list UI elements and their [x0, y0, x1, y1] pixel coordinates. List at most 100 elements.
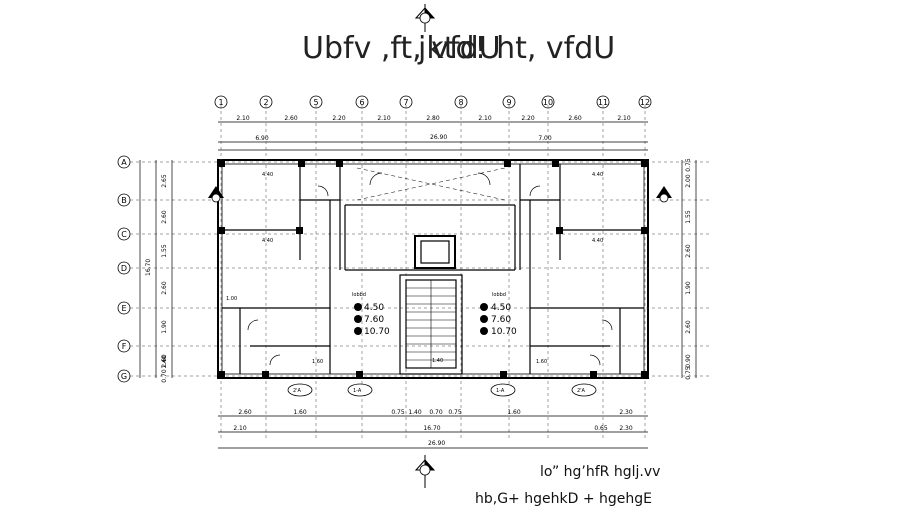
section-arrow-right-icon — [656, 186, 672, 203]
level-left-2: 7.60 — [364, 315, 384, 325]
dimension-label: 0.70 — [161, 369, 168, 383]
dimension-label: 2.60 — [685, 320, 692, 334]
dimension-label: 1.40 — [408, 409, 422, 416]
grid-column-label: 11 — [598, 98, 608, 107]
dimension-label: 2.10 — [478, 115, 492, 122]
level-right-2: 7.60 — [491, 315, 511, 325]
dimension-label: 16.70 — [423, 425, 440, 432]
interior-labels: lobbd lobbd 4.40 4.40 4.40 4.40 1.00 1.4… — [226, 172, 603, 365]
level-left-1: 4.50 — [364, 303, 384, 313]
dimension-label: 2.65 — [161, 174, 168, 188]
dimension-label: 2.60 — [238, 409, 252, 416]
left-dimension-labels: 2.652.601.552.601.902.601.400.70 — [161, 174, 168, 383]
level-right-1: 4.50 — [491, 303, 511, 313]
grid-row-label: B — [121, 196, 127, 205]
level-left-3: 10.70 — [364, 327, 390, 337]
dimension-label: 2.60 — [161, 354, 168, 368]
dimension-label: 1.90 — [161, 320, 168, 334]
left-dimension-lines — [139, 160, 173, 378]
dimension-label: 2.10 — [377, 115, 391, 122]
grid-row-label: A — [121, 158, 127, 167]
dimension-label: 1.40 — [161, 355, 168, 369]
dimension-label: 2.10 — [236, 115, 250, 122]
dimension-label: 1.60 — [507, 409, 521, 416]
grid-row-label: E — [121, 304, 126, 313]
dimension-label: 0.65 — [594, 425, 608, 432]
section-markers: 2'A 1-A 1-A 2'A — [287, 383, 597, 397]
dimension-label: 1.90 — [685, 281, 692, 295]
wc-right-label: 1.60 — [536, 359, 547, 365]
top-dimension-lines — [218, 121, 648, 151]
grid-column-label: 5 — [313, 98, 318, 107]
dimension-label: 2.10 — [617, 115, 631, 122]
dimension-label: 7.00 — [538, 135, 552, 142]
dimension-label: 1.55 — [161, 244, 168, 258]
stair-mid-label: 1.40 — [432, 358, 443, 364]
dimension-label: 2.00 — [685, 174, 692, 188]
grid-column-label: 2 — [263, 98, 268, 107]
drawing-title: Ubfv ,ft, vfdU — [302, 31, 501, 66]
drawing-title-suffix: jktd! ht, vfdU — [417, 31, 615, 66]
grid-row-label: C — [121, 230, 127, 239]
dimension-label: 0.75 — [685, 366, 692, 380]
top-total-dimension: 26.90 — [430, 134, 447, 141]
dimension-label: 0.70 — [429, 409, 443, 416]
dimension-label: 2.60 — [568, 115, 582, 122]
room-right-mid-label: 4.40 — [592, 238, 603, 244]
grid-column-label: 6 — [359, 98, 364, 107]
level-markers-right: 4.50 7.60 10.70 — [480, 303, 517, 337]
stair-treads — [406, 280, 456, 368]
structural-columns — [218, 160, 648, 378]
door-swing-icons — [247, 172, 613, 366]
dimension-label: 0.90 — [685, 354, 692, 368]
level-right-3: 10.70 — [491, 327, 517, 337]
dimension-label: 2.20 — [332, 115, 346, 122]
grid-column-label: 12 — [640, 98, 650, 107]
dimension-label: 0.75 — [685, 158, 692, 172]
dimension-label: 1.55 — [685, 210, 692, 224]
section-mark-2: 1-A — [353, 388, 362, 394]
shaft-label: 1.00 — [226, 296, 237, 302]
wc-left-label: 1.60 — [312, 359, 323, 365]
level-markers-left: 4.50 7.60 10.70 — [354, 303, 390, 337]
dimension-label: 0.75 — [448, 409, 462, 416]
section-arrow-top-icon — [414, 4, 436, 32]
grid-row-label: D — [121, 264, 127, 273]
dimension-label: 2.60 — [284, 115, 298, 122]
lobby-right-label: lobbd — [492, 292, 506, 298]
right-dimension-lines — [681, 160, 697, 378]
dimension-label: 2.60 — [161, 210, 168, 224]
grid-column-label: 10 — [543, 98, 553, 107]
dimension-label: 2.80 — [426, 115, 440, 122]
section-mark-4: 2'A — [577, 388, 586, 394]
left-total-dimension: 16.70 — [145, 259, 152, 276]
footer-line-1: lo” hg’hfR hglj.vv — [540, 464, 660, 480]
right-dimension-labels: 0.752.001.552.601.902.600.900.75 — [685, 158, 692, 380]
top-dimension-labels-row2: 6.90 7.00 — [255, 135, 552, 142]
dimension-label: 6.90 — [255, 135, 269, 142]
dimension-label: 2.60 — [685, 244, 692, 258]
room-right-top-label: 4.40 — [592, 172, 603, 178]
grid-column-label: 9 — [506, 98, 511, 107]
dimension-label: 2.30 — [619, 425, 633, 432]
dimension-label: 2.60 — [161, 281, 168, 295]
footer-line-2: hb,G+ hgehkD + hgehgE — [475, 491, 652, 507]
dimension-label: 1.60 — [293, 409, 307, 416]
section-mark-1: 2'A — [293, 388, 302, 394]
room-left-top-label: 4.40 — [262, 172, 273, 178]
grid-column-label: 1 — [218, 98, 223, 107]
lobby-left-label: lobbd — [352, 292, 366, 298]
dimension-label: 2.30 — [619, 409, 633, 416]
grid-column-label: 8 — [458, 98, 463, 107]
grid-row-label: G — [121, 372, 127, 381]
section-arrow-bottom-icon — [414, 455, 436, 488]
interior-walls — [222, 164, 644, 375]
bottom-total-dimension: 26.90 — [428, 440, 445, 447]
dimension-label: 0.75 — [391, 409, 405, 416]
section-mark-3: 1-A — [496, 388, 505, 394]
